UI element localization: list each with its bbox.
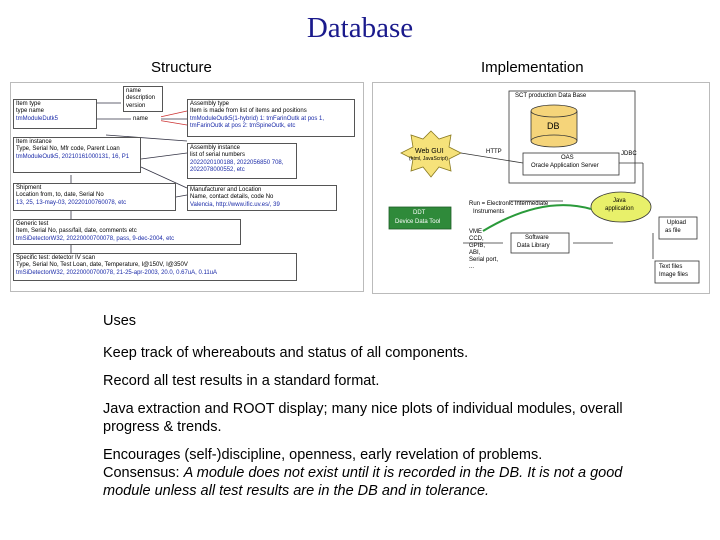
vme-list-2: GPIB, xyxy=(469,243,486,249)
sct-db-label: SCT production Data Base xyxy=(515,93,587,99)
web-gui-label: Web GUI xyxy=(415,148,444,155)
generic-test-box: Generic test Item, Serial No, pass/fail,… xyxy=(13,219,241,245)
uses-point-4-line1: Encourages (self-)discipline, openness, … xyxy=(103,447,543,463)
vme-list-3: ABI, xyxy=(469,250,481,256)
item-type-box: Item type type name tmModuleDutk5 xyxy=(13,99,97,129)
db-cylinder-icon xyxy=(530,104,578,148)
uses-consensus-text: A module does not exist until it is reco… xyxy=(103,465,623,499)
uses-section: Uses Keep track of whereabouts and statu… xyxy=(103,312,663,510)
ddt-sublabel: Device Data Tool xyxy=(395,219,441,225)
vme-list-5: ... xyxy=(469,264,475,270)
software-sublabel: Data Library xyxy=(517,243,550,249)
uses-consensus-prefix: Consensus: xyxy=(103,465,184,481)
assembly-instance-box: Assembly instance list of serial numbers… xyxy=(187,143,297,179)
run-sublabel: Instruments xyxy=(473,209,505,215)
sun-icon xyxy=(400,130,462,178)
manufacturer-location-box: Manufacturer and Location Name, contact … xyxy=(187,185,337,211)
item-instance-box: Item instance Type, Serial No, Mfr code,… xyxy=(13,137,141,173)
text-files-label: Text files xyxy=(659,264,683,270)
shipment-box: Shipment Location from, to, date, Serial… xyxy=(13,183,176,211)
upload-label: Upload xyxy=(667,220,687,226)
uses-point-2: Record all test results in a standard fo… xyxy=(103,373,380,389)
oas-label: OAS xyxy=(561,155,574,161)
vme-list-4: Serial port, xyxy=(469,257,499,263)
run-label: Run = Electronic Intermediate xyxy=(469,201,549,207)
implementation-diagram: SCT production Data Base DB HTTP JDBC OA… xyxy=(372,82,710,294)
structure-diagram: name description version name Item type … xyxy=(10,82,364,292)
software-label: Software xyxy=(525,235,549,241)
java-label: Java xyxy=(613,198,626,204)
implementation-heading: Implementation xyxy=(481,59,584,76)
assembly-type-box: Assembly type Item is made from list of … xyxy=(187,99,355,137)
jdbc-label: JDBC xyxy=(621,151,637,157)
java-application-ellipse xyxy=(590,191,652,223)
vme-list-1: CCD, xyxy=(469,236,484,242)
name-arrow-label: name xyxy=(131,115,161,125)
structure-heading: Structure xyxy=(151,59,212,76)
software-box xyxy=(510,232,570,254)
java-sublabel: application xyxy=(605,206,634,212)
uses-point-1: Keep track of whereabouts and status of … xyxy=(103,345,469,361)
ddt-label: DDT xyxy=(413,210,426,216)
vme-list-0: VME xyxy=(469,229,483,235)
http-label: HTTP xyxy=(486,149,502,155)
uses-point-3: Java extraction and ROOT display; many n… xyxy=(103,401,623,435)
upload-box xyxy=(658,216,698,240)
oas-box xyxy=(522,152,620,176)
web-gui-sublabel: (html, JavaScript) xyxy=(409,156,448,162)
item-description-box: name description version xyxy=(123,86,163,112)
ddt-box xyxy=(388,206,452,230)
upload-sublabel: as file xyxy=(665,228,681,234)
implementation-graphics xyxy=(388,90,700,284)
image-files-label: Image files xyxy=(659,272,689,278)
specific-test-box: Specific test: detector IV scan Type, Se… xyxy=(13,253,297,281)
slide-title: Database xyxy=(306,12,414,44)
text-image-files-box xyxy=(654,260,700,284)
oas-sublabel: Oracle Application Server xyxy=(531,163,599,169)
sct-db-frame xyxy=(508,90,636,184)
uses-heading: Uses xyxy=(103,313,137,329)
uses-point-4: Encourages (self-)discipline, openness, … xyxy=(103,446,663,500)
db-label: DB xyxy=(547,121,560,131)
green-flow-arrow xyxy=(482,204,592,232)
